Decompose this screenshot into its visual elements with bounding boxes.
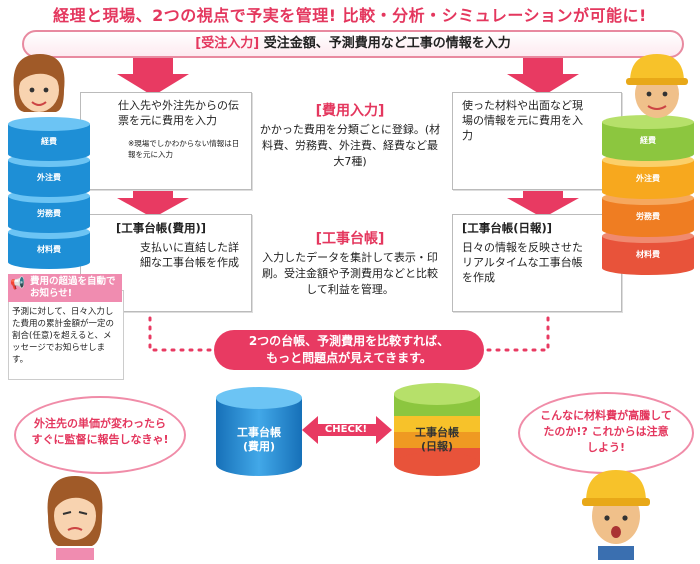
db-cost-label2: (費用) (243, 439, 275, 453)
megaphone-icon: 📢 (10, 276, 25, 290)
db-cost-label1: 工事台帳 (237, 425, 281, 439)
ledger-daily-text: 日々の情報を反映させたリアルタイムな工事台帳を作成 (462, 241, 583, 284)
stack-label-2: 労務費 (636, 211, 660, 221)
db-daily-label2: (日報) (421, 439, 453, 453)
arrow-down-left-2 (117, 186, 189, 218)
headline: 経理と現場、2つの視点で予実を管理! 比較・分析・シミュレーションが可能に! (53, 6, 647, 25)
stack-segment-0: 経費 (8, 117, 90, 161)
left-cost-stack: 材料費 労務費 外注費 経費 (8, 117, 90, 269)
bubble-right-text: こんなに材料費が高騰してたのか!? これからは注意しよう! (540, 409, 672, 454)
ledger-daily-doc (452, 214, 622, 312)
dotted-line-right (486, 298, 550, 352)
site-note: 使った材料や出面など現場の情報を元に費用を入力 (462, 99, 583, 142)
cost-input-text: かかった費用を分類ごとに登録。(材料費、労務費、外注費、経費など最大7種) (259, 123, 441, 168)
compare-banner: 2つの台帳、予測費用を比較すれば、 もっと問題点が見えてきます。 (214, 330, 484, 370)
cost-entry-doc (80, 92, 252, 190)
arrow-down-right-2 (507, 186, 579, 218)
order-input-tag: [受注入力] (195, 36, 260, 51)
woman-character-bottom (47, 476, 103, 560)
bubble-left-text: 外注先の単価が変わったらすぐに監督に報告しなきゃ! (31, 417, 169, 446)
right-cost-stack: 材料費 労務費 外注費 経費 (602, 115, 694, 275)
arrow-down-left-1 (117, 58, 189, 96)
stack-label-2: 労務費 (37, 208, 61, 218)
alert-title: 費用の超過を自動でお知らせ! (30, 276, 116, 299)
worker-character-top (626, 54, 688, 118)
bubble-right: こんなに材料費が高騰してたのか!? これからは注意しよう! (518, 392, 694, 474)
check-arrow (302, 416, 392, 444)
stack-label-1: 外注費 (636, 173, 660, 183)
check-label: CHECK! (324, 424, 368, 435)
stack-label-1: 外注費 (37, 172, 61, 182)
cost-entry-small-note: ※現場でしかわからない情報は日報を元に入力 (128, 139, 240, 159)
alert-box (8, 290, 124, 380)
ledger-cost-title: [工事台帳(費用)] (116, 221, 207, 235)
stack-segment-0: 経費 (602, 115, 694, 161)
compare-line2: もっと問題点が見えてきます。 (266, 351, 432, 365)
arrow-down-right-1 (507, 58, 579, 96)
stack-label-3: 材料費 (37, 244, 61, 254)
ledger-cost-text: 支払いに直結した詳細な工事台帳を作成 (140, 241, 239, 269)
ledger-text: 入力したデータを集計して表示・印刷。受注金額や予測費用などと比較して利益を管理。 (262, 251, 438, 296)
cost-input-title: [費用入力] (315, 103, 385, 119)
alert-text: 予測に対して、日々入力した費用の累計金額が一定の割合(任意)を超えると、メッセー… (12, 307, 115, 365)
ledger-title: [工事台帳] (315, 231, 385, 247)
dotted-line-left (148, 298, 212, 352)
stack-label-3: 材料費 (636, 249, 660, 259)
bubble-left: 外注先の単価が変わったらすぐに監督に報告しなきゃ! (14, 396, 186, 474)
order-input-bar: [受注入力] 受注金額、予測費用など工事の情報を入力 (22, 30, 684, 58)
woman-character-top (13, 54, 65, 112)
order-input-text: 受注金額、予測費用など工事の情報を入力 (263, 36, 511, 51)
compare-line1: 2つの台帳、予測費用を比較すれば、 (248, 334, 450, 348)
stack-label-0: 経費 (41, 136, 57, 146)
stack-label-0: 経費 (640, 135, 656, 145)
db-cost-cylinder: 工事台帳 (費用) (216, 387, 302, 476)
cost-entry-note: 仕入先や外注先からの伝票を元に費用を入力 (118, 99, 239, 127)
alert-header: 📢 費用の超過を自動でお知らせ! (8, 274, 122, 302)
ledger-daily-title: [工事台帳(日報)] (462, 221, 553, 235)
worker-character-bottom (582, 470, 650, 560)
db-daily-cylinder: 工事台帳 (日報) (394, 383, 480, 476)
db-daily-label1: 工事台帳 (415, 425, 459, 439)
